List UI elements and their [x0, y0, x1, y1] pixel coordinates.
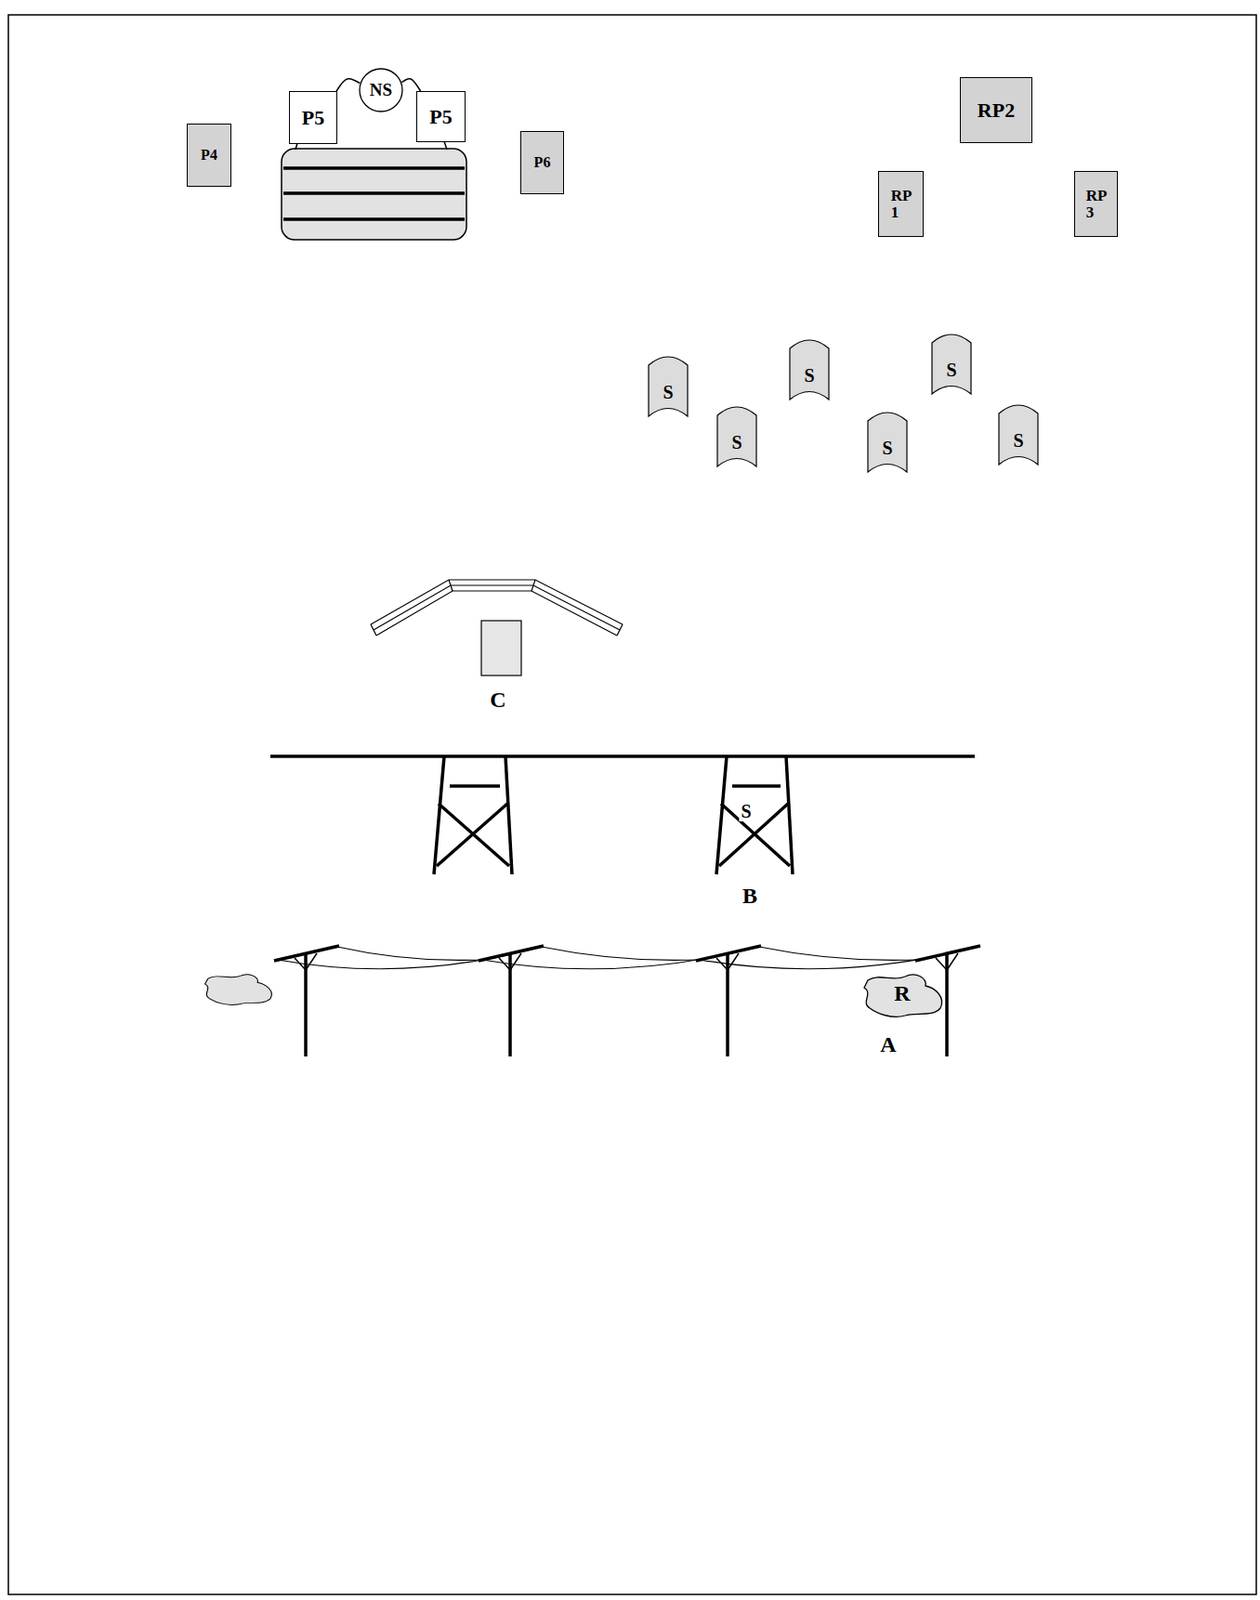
blob: [204, 974, 272, 1006]
node-text: S: [662, 382, 673, 403]
node-text: S: [881, 438, 893, 459]
node-text: RP2: [977, 99, 1015, 121]
tank-symbol: S: [716, 404, 758, 468]
tank-symbol: S: [788, 337, 830, 401]
part-letter: C: [489, 688, 506, 711]
node-text: S: [803, 366, 814, 386]
arc-connector: [401, 78, 420, 92]
node-text: P6: [534, 155, 552, 171]
grey-box: RP 1: [878, 170, 924, 237]
grey-box: P4: [186, 123, 232, 187]
node-text: S: [945, 360, 957, 381]
bridge: [270, 756, 975, 875]
process-box: P5: [416, 91, 466, 143]
process-box: P5: [288, 91, 338, 145]
building-block: [481, 620, 522, 676]
tank: [281, 141, 467, 240]
node-text: RP 3: [1086, 187, 1107, 222]
node-text: P5: [301, 106, 325, 129]
grey-box: P6: [520, 131, 565, 195]
grey-box: RP2: [959, 77, 1033, 144]
node-text: NS: [369, 80, 393, 100]
arc-connector: [336, 78, 360, 92]
power-line: [274, 945, 981, 1057]
node-text: S: [731, 433, 742, 453]
tank-symbol: S: [866, 409, 908, 473]
node-text: P5: [429, 105, 452, 128]
frame: [8, 14, 1257, 1595]
node-text: R: [893, 982, 910, 1006]
blob-area: R: [860, 971, 945, 1018]
part-letter: A: [879, 1033, 896, 1056]
circle-node: NS: [358, 67, 404, 113]
node-text: RP 1: [891, 187, 912, 222]
node-text: S: [1012, 431, 1024, 451]
tank-symbol: S: [647, 354, 689, 418]
tank-symbol: S: [931, 331, 972, 395]
part-letter: B: [742, 884, 758, 907]
tank-symbol: S: [997, 402, 1039, 466]
grey-box: RP 3: [1074, 170, 1118, 237]
part-letter: S: [738, 800, 753, 822]
node-text: P4: [200, 147, 218, 164]
